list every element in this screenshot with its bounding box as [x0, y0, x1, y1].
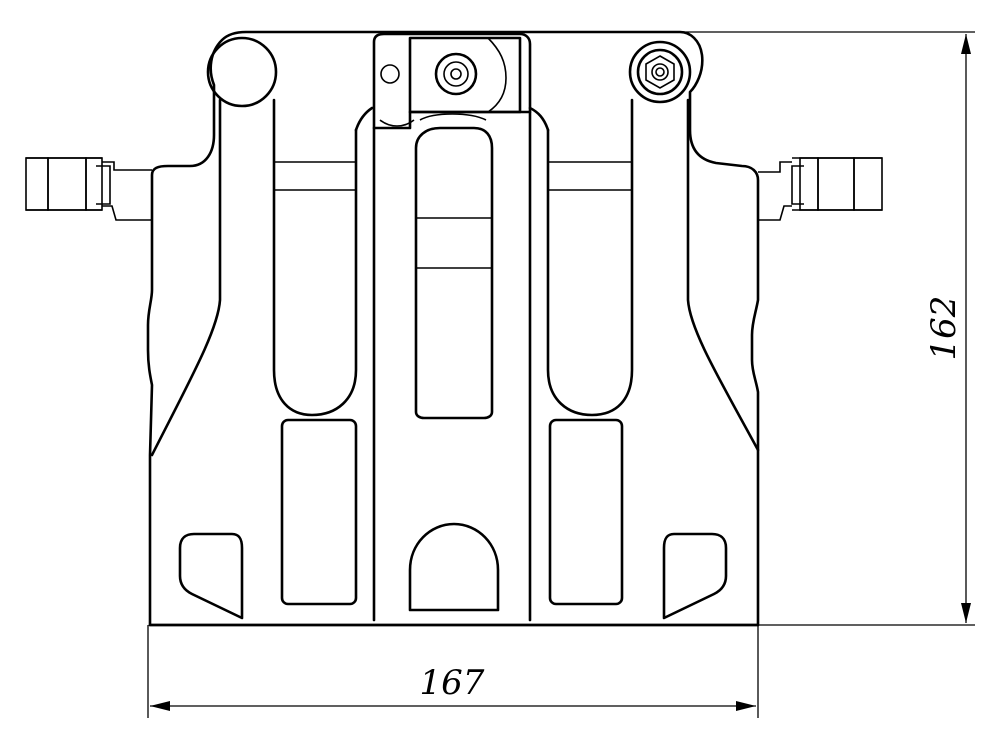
bridge-bars [274, 161, 632, 191]
width-dimension: 167 [147, 625, 759, 718]
right-mounting-pin [758, 157, 883, 221]
hex-nut [636, 48, 684, 96]
height-dimension: 162 [246, 31, 975, 626]
lower-windows [178, 418, 728, 620]
height-label: 162 [924, 296, 964, 361]
bleeder-block [372, 32, 532, 130]
width-label: 167 [420, 663, 485, 703]
right-arm [528, 40, 760, 452]
center-tongue [372, 110, 532, 622]
left-arm [150, 36, 374, 457]
left-mounting-pin [25, 157, 152, 221]
